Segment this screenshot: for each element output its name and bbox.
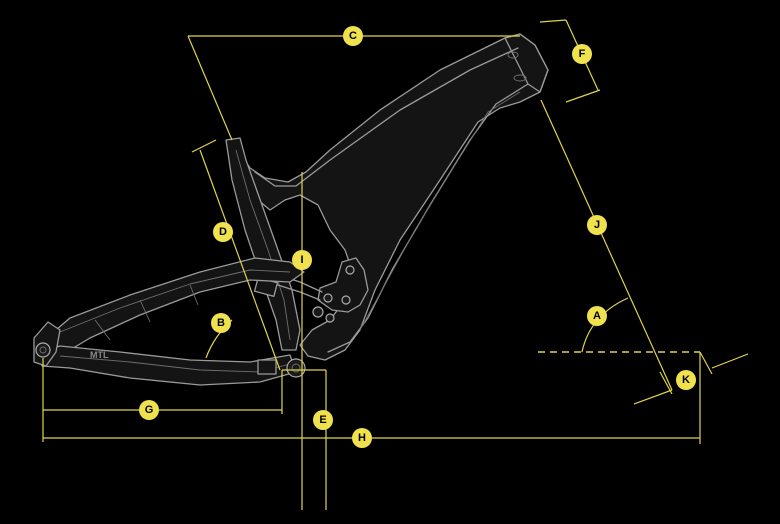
top-tube (237, 33, 549, 361)
badge-h-label: H (358, 432, 366, 444)
lower-pivot (325, 313, 335, 323)
dimension-k-tick-right (711, 353, 749, 369)
head-tube (504, 33, 549, 93)
dimension-c-extension (187, 35, 233, 141)
badge-g-label: G (145, 404, 154, 416)
badge-f-label: F (579, 48, 586, 60)
dimension-j-line (540, 99, 673, 391)
badge-g: G (139, 400, 159, 420)
down-tube-detail-line (359, 91, 521, 331)
badge-b-label: B (217, 317, 225, 329)
rocker-link (317, 257, 369, 313)
badge-k: K (676, 370, 696, 390)
dimension-badges: A B C D E F G H I J K (139, 26, 696, 448)
badge-f: F (572, 44, 592, 64)
dimension-k-tick-left (633, 389, 673, 405)
badge-c: C (343, 26, 363, 46)
head-tube-port-lower (513, 74, 527, 82)
bike-frame: MTL (33, 33, 549, 386)
rocker-pivot-rear (341, 295, 351, 305)
badge-e-label: E (319, 414, 326, 426)
frame-decal: MTL (90, 350, 109, 360)
badge-j-label: J (594, 219, 600, 231)
rear-axle-inner (39, 346, 47, 354)
badge-b: B (211, 313, 231, 333)
rocker-pivot-front (323, 293, 333, 303)
badge-i-label: I (300, 254, 303, 266)
badge-a-label: A (593, 310, 601, 322)
dimension-k-mark-left (659, 371, 673, 395)
seat-stay (43, 257, 305, 357)
dimension-k-mark-right (699, 351, 713, 375)
badge-j: J (587, 215, 607, 235)
rear-axle (35, 342, 51, 358)
badge-d-label: D (219, 226, 227, 238)
head-tube-port (507, 51, 519, 59)
dimension-a-arc (581, 297, 629, 353)
chainguide-mount (257, 359, 277, 375)
bottom-bracket (286, 358, 306, 378)
bottom-bracket-inner (291, 363, 301, 373)
badge-i: I (292, 250, 312, 270)
seat-tube-detail (235, 149, 291, 341)
seat-tube (225, 137, 301, 351)
top-tube-inner-line (254, 47, 519, 187)
main-pivot (312, 306, 324, 318)
dimension-f-tick-top (539, 19, 567, 23)
badge-d: D (213, 222, 233, 242)
badge-e: E (313, 410, 333, 430)
dimension-f-tick-bottom (565, 89, 601, 103)
badge-c-label: C (349, 30, 357, 42)
dimension-d-line (199, 149, 281, 371)
badge-a: A (587, 306, 607, 326)
dimension-d-tick (191, 139, 217, 153)
seat-stay-detail (59, 269, 291, 333)
seat-stay-brace (94, 284, 199, 341)
badge-k-label: K (682, 374, 690, 386)
badge-h: H (352, 428, 372, 448)
rocker-pivot-top (345, 265, 355, 275)
